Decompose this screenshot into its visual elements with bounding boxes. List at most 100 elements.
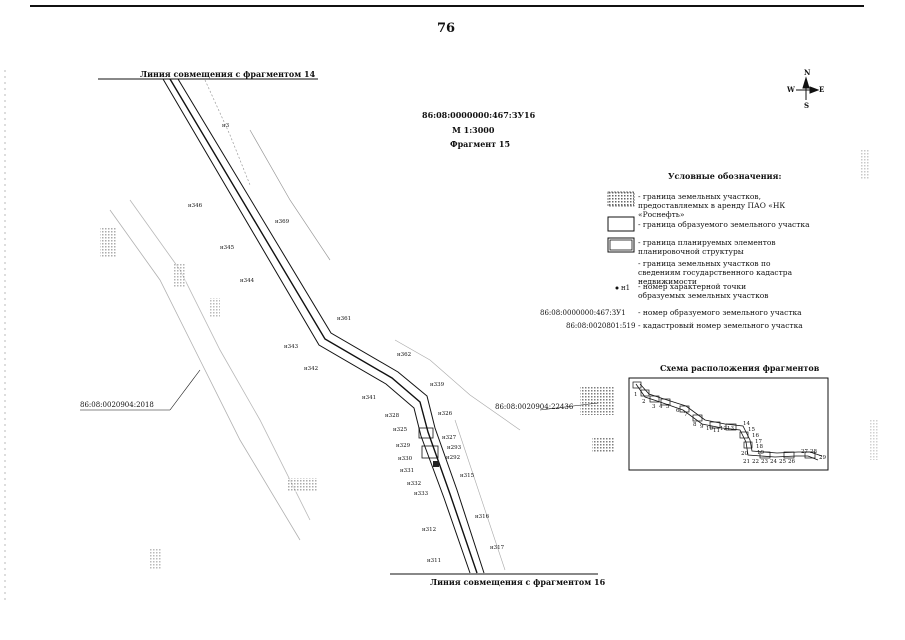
scheme-num: 5 bbox=[666, 404, 670, 410]
scheme-frame bbox=[628, 377, 829, 471]
corridor-dark-point bbox=[433, 461, 439, 467]
legend-plain-symbol bbox=[607, 216, 635, 232]
point-label: н326 bbox=[438, 411, 453, 417]
legend-title: Условные обозначения: bbox=[668, 171, 782, 181]
point-label: н362 bbox=[397, 352, 412, 358]
scheme-num: 26 bbox=[788, 459, 795, 465]
scheme-num: 19 bbox=[757, 450, 764, 456]
legend-hatched-symbol bbox=[607, 191, 635, 207]
scheme-num: 6 bbox=[676, 408, 680, 414]
point-label: н345 bbox=[220, 245, 235, 251]
compass-rose bbox=[796, 76, 820, 100]
hatch-patch-4 bbox=[288, 478, 318, 492]
scheme-num: 9 bbox=[700, 424, 704, 430]
scheme-num: 18 bbox=[756, 444, 763, 450]
scheme-num: 20 bbox=[741, 451, 748, 457]
point-label: н342 bbox=[304, 366, 319, 372]
legend-item-parcel-number: - номер образуемого земельного участка bbox=[638, 308, 802, 317]
point-label: н315 bbox=[460, 473, 475, 479]
legend-item-cadastral-number: - кадастровый номер земельного участка bbox=[638, 321, 803, 330]
scheme-num: 1 bbox=[634, 392, 638, 398]
point-label: н330 bbox=[398, 456, 413, 462]
legend-double-symbol-inner bbox=[609, 239, 633, 251]
scheme-num: 15 bbox=[748, 427, 755, 433]
point-label: н316 bbox=[475, 514, 490, 520]
legend-item-new-parcel-boundary: - граница образуемого земельного участка bbox=[638, 220, 810, 229]
point-label: н292 bbox=[446, 455, 461, 461]
legend-item-planning-boundary: - граница планируемых элементов планиров… bbox=[638, 238, 776, 256]
scheme-num: 22 bbox=[752, 459, 759, 465]
page-number: 76 bbox=[437, 21, 456, 36]
cadastral-label-left: 86:08:0020904:2018 bbox=[80, 401, 154, 409]
scheme-num: 10 bbox=[706, 426, 713, 432]
match-line-top-label: Линия совмещения с фрагментом 14 bbox=[140, 69, 316, 79]
scheme-num: 2 bbox=[642, 399, 646, 405]
compass-w: W bbox=[787, 85, 795, 94]
scheme-boxes bbox=[632, 381, 816, 459]
scheme-num: 4 bbox=[659, 404, 663, 410]
scheme-num: 8 bbox=[693, 422, 697, 428]
faint-boundary-3 bbox=[394, 339, 521, 431]
point-label: н361 bbox=[337, 316, 352, 322]
scheme-num: 14 bbox=[743, 421, 750, 427]
parcel-id-title: 86:08:0000000:467:ЗУ16 bbox=[422, 110, 536, 120]
scheme-num: 29 bbox=[819, 455, 826, 461]
hatch-patch-1 bbox=[100, 228, 116, 258]
scheme-num: 17 bbox=[755, 439, 762, 445]
compass-s: S bbox=[804, 101, 810, 110]
corridor-box-1 bbox=[418, 427, 434, 439]
scheme-title: Схема расположения фрагментов bbox=[660, 363, 820, 373]
point-label: н346 bbox=[188, 203, 203, 209]
match-line-bottom-label: Линия совмещения с фрагментом 16 bbox=[430, 577, 606, 587]
leader-right-cadastral bbox=[539, 402, 599, 411]
point-label: н344 bbox=[240, 278, 255, 284]
corridor-box-2 bbox=[421, 445, 439, 459]
hatch-patch-7 bbox=[592, 438, 614, 452]
corridor-outer-left bbox=[162, 78, 471, 574]
scheme-route-inner bbox=[639, 383, 823, 457]
faint-boundary-1 bbox=[204, 79, 251, 186]
point-label: н3 bbox=[222, 123, 230, 129]
point-label: н325 bbox=[393, 427, 408, 433]
scheme-num: 25 bbox=[779, 459, 786, 465]
hatch-patch-5 bbox=[150, 548, 162, 570]
scheme-num: 28 bbox=[810, 449, 817, 455]
scheme-num: 11 bbox=[713, 428, 720, 434]
legend-double-symbol bbox=[607, 237, 635, 253]
scheme-num: 21 bbox=[743, 459, 750, 465]
corridor-center bbox=[169, 78, 478, 574]
legend-item-lease-boundary: - граница земельных участков, предоставл… bbox=[638, 192, 786, 219]
hatch-patch-6 bbox=[580, 387, 614, 415]
point-label: н317 bbox=[490, 545, 505, 551]
scheme-num: 16 bbox=[752, 433, 759, 439]
faint-road-left-2 bbox=[129, 199, 311, 521]
legend-item-cadastre-boundary: - граница земельных участков по сведения… bbox=[638, 259, 793, 286]
legend-point-symbol bbox=[615, 286, 619, 290]
corridor-outer-right bbox=[177, 78, 485, 574]
point-label: н331 bbox=[400, 468, 415, 474]
scheme-num: 12 bbox=[720, 426, 727, 432]
point-label: н329 bbox=[396, 443, 411, 449]
scheme-num: 27 bbox=[801, 449, 808, 455]
compass-n: N bbox=[804, 68, 811, 77]
legend-item-point-number: - номер характерной точки образуемых зем… bbox=[638, 282, 769, 300]
point-label: н327 bbox=[442, 435, 457, 441]
fragment-label: Фрагмент 15 bbox=[450, 139, 511, 149]
point-label: н312 bbox=[422, 527, 437, 533]
point-label: н328 bbox=[385, 413, 400, 419]
scheme-num: 7 bbox=[684, 412, 688, 418]
point-label: н311 bbox=[427, 558, 442, 564]
point-label: н333 bbox=[414, 491, 429, 497]
point-label: н293 bbox=[447, 445, 462, 451]
scheme-route-outer bbox=[635, 383, 819, 461]
cadastral-label-right: 86:08:0020904:22436 bbox=[495, 403, 574, 411]
hatch-patch-8 bbox=[860, 150, 870, 180]
hatch-patch-9 bbox=[870, 420, 878, 460]
faint-road-left bbox=[109, 209, 301, 541]
hatch-patch-2 bbox=[174, 264, 186, 288]
faint-boundary-4 bbox=[454, 419, 506, 571]
faint-boundary-2 bbox=[249, 129, 331, 261]
hatch-patch-3 bbox=[210, 298, 220, 318]
scale-label: М 1:3000 bbox=[452, 125, 495, 135]
